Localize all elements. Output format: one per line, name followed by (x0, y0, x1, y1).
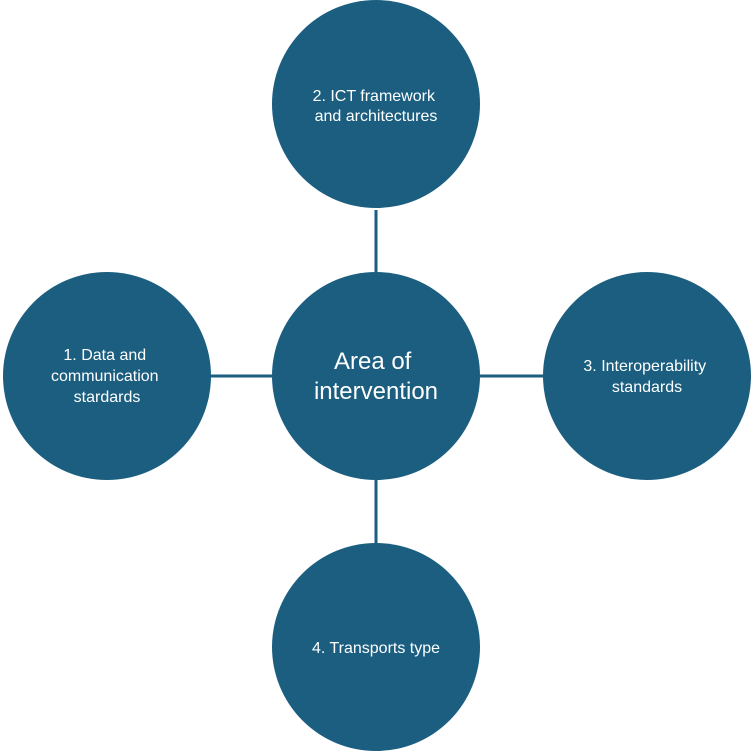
top-node: 2. ICT framework and architectures (272, 0, 480, 208)
left-node-label-line1: 1. Data and (63, 347, 146, 364)
left-node-circle (3, 272, 211, 480)
right-node-circle (543, 272, 751, 480)
top-node-circle (272, 0, 480, 208)
bottom-node: 4. Transports type (272, 543, 480, 751)
left-node-label-line3: stardards (74, 389, 141, 406)
center-node-label: Area of intervention (314, 348, 438, 405)
center-node-label-line2: intervention (314, 378, 438, 405)
top-node-label-line2: and architectures (315, 108, 438, 125)
center-node-circle (272, 272, 480, 480)
left-node-label: 1. Data and communication stardards (51, 347, 163, 406)
top-node-label-line1: 2. ICT framework (313, 88, 436, 105)
right-node: 3. Interoperability standards (543, 272, 751, 480)
bottom-node-circle (272, 543, 480, 751)
right-node-label-line2: standards (612, 379, 682, 396)
top-node-label: 2. ICT framework and architectures (313, 88, 440, 125)
center-node: Area of intervention (272, 272, 480, 480)
left-node-label-line2: communication (51, 368, 159, 385)
bottom-node-label: 4. Transports type (312, 640, 440, 657)
bottom-node-label-line1: 4. Transports type (312, 640, 440, 657)
left-node: 1. Data and communication stardards (3, 272, 211, 480)
center-node-label-line1: Area of (334, 348, 412, 375)
right-node-label-line1: 3. Interoperability (583, 358, 706, 375)
right-node-label: 3. Interoperability standards (583, 358, 710, 396)
